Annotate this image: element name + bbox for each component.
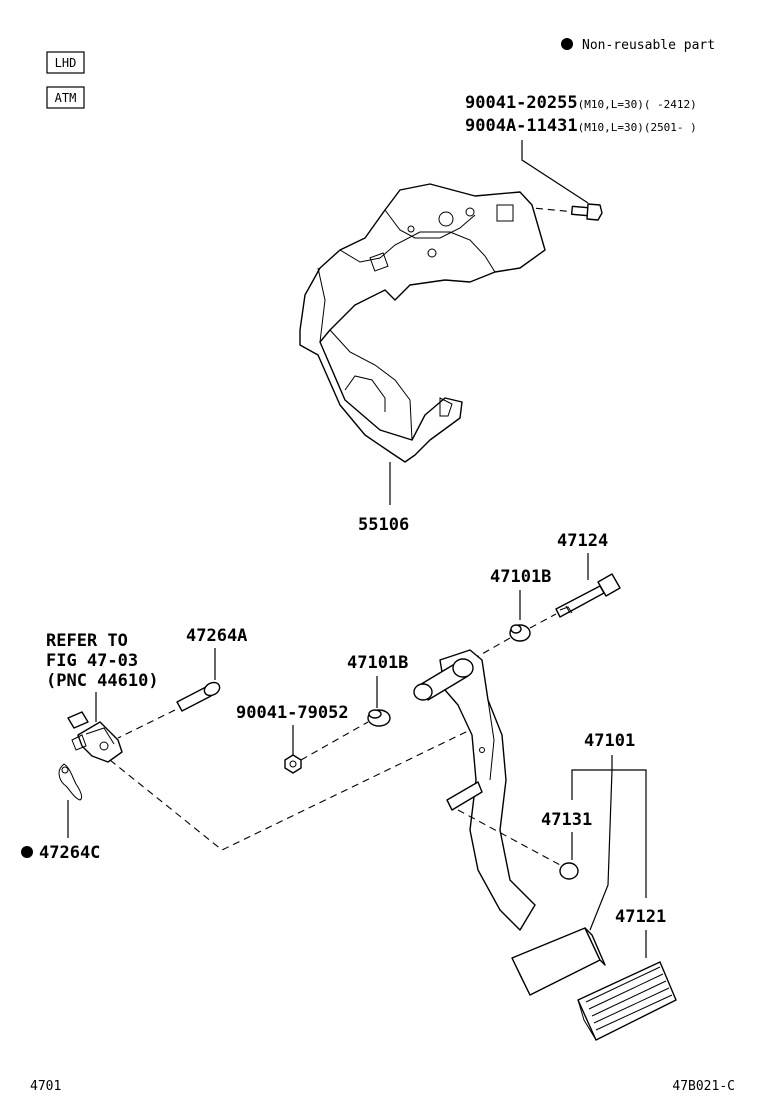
footer-right: 47B021-C: [672, 1079, 735, 1094]
legend-text: Non-reusable part: [582, 38, 715, 53]
clip-non-reusable-icon: [21, 846, 33, 858]
pedal-pad-drawing: [511, 927, 606, 996]
clevis-pin-drawing: [176, 681, 221, 712]
badge-lhd-label: LHD: [55, 56, 77, 70]
refer-line-2: FIG 47-03: [46, 651, 138, 671]
nut-dash: [300, 721, 369, 761]
cushion-dash: [457, 809, 563, 867]
label-nut: 90041-79052: [236, 703, 349, 723]
label-pad: 47121: [615, 907, 666, 927]
label-pin-bolt: 47124: [557, 531, 608, 551]
nut-drawing: [284, 754, 302, 774]
clevis-to-pedal-dash: [109, 729, 471, 851]
badge-atm: ATM: [46, 86, 85, 109]
label-bracket: 55106: [358, 515, 409, 535]
bolt-top-spec-2: (M10,L=30)(2501- ): [578, 121, 697, 134]
label-clevis-pin: 47264A: [186, 626, 247, 646]
bushing-upper-drawing: [509, 624, 531, 642]
badge-lhd: LHD: [46, 51, 85, 74]
bracket-drawing: [299, 183, 546, 463]
pedal-assy-leader-pad: [589, 769, 613, 931]
clevis-pin-dash: [117, 709, 176, 739]
badge-atm-label: ATM: [55, 91, 77, 105]
clevis-drawing: [67, 711, 123, 763]
refer-line-3: (PNC 44610): [46, 671, 159, 691]
label-bushing-lower: 47101B: [347, 653, 408, 673]
footer-left: 4701: [30, 1079, 61, 1094]
bolt-top-line1: 90041-20255(M10,L=30)( -2412): [465, 93, 697, 113]
cushion-drawing: [559, 862, 579, 880]
callout-top-bolt: 90041-20255(M10,L=30)( -2412) 9004A-1143…: [465, 93, 697, 204]
legend: Non-reusable part: [561, 38, 715, 53]
bolt-top-line2: 9004A-11431(M10,L=30)(2501- ): [465, 116, 697, 136]
bushing-lower-drawing: [367, 709, 391, 727]
label-cushion: 47131: [541, 810, 592, 830]
label-clip: 47264C: [39, 843, 100, 863]
pad-cover-drawing: [577, 961, 677, 1041]
bolt-top-part-1: 90041-20255: [465, 93, 578, 113]
non-reusable-dot-icon: [561, 38, 573, 50]
refer-line-1: REFER TO: [46, 631, 128, 651]
label-pedal-assy: 47101: [584, 731, 635, 751]
label-bushing-upper: 47101B: [490, 567, 551, 587]
pedal-arm-drawing: [413, 649, 536, 931]
pin-bolt-dash: [529, 613, 557, 629]
bolt-top-part-2: 9004A-11431: [465, 116, 578, 136]
pin-bolt-drawing: [555, 573, 621, 618]
bolt-top-spec-1: (M10,L=30)( -2412): [578, 98, 697, 111]
bolt-top-drawing: [511, 203, 603, 221]
pedal-assy-bracket: [571, 769, 647, 898]
clip-drawing: [58, 763, 83, 801]
